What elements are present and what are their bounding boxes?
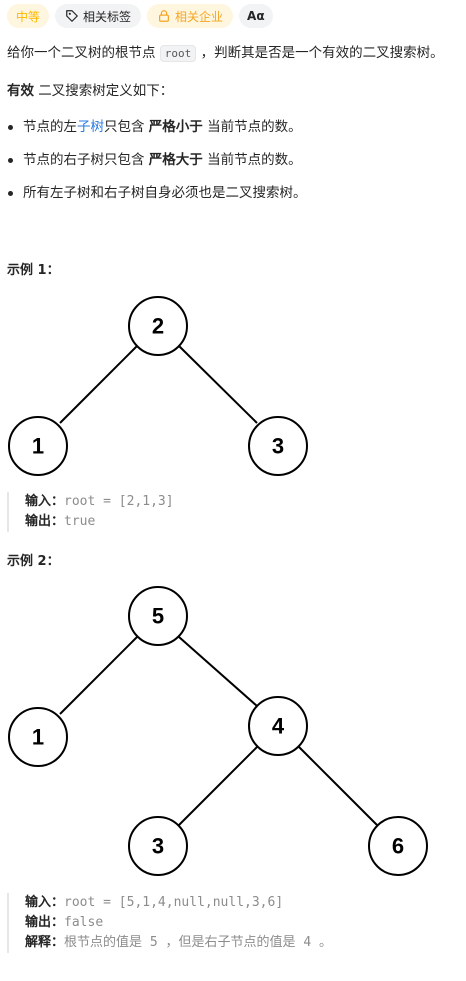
svg-text:1: 1 <box>32 725 44 750</box>
tree-node: 4 <box>248 696 308 756</box>
related-tags-button[interactable]: 相关标签 <box>55 4 142 28</box>
output-label: 输出： <box>25 915 65 930</box>
definition-list: 节点的左子树只包含 严格小于 当前节点的数。 节点的右子树只包含 严格大于 当前… <box>7 117 307 216</box>
tree-node: 3 <box>128 816 188 876</box>
example-2-tree-diagram: 5 1 4 3 6 <box>8 586 428 876</box>
related-companies-label: 相关企业 <box>175 9 224 24</box>
example-1-io: 输入：root = [2,1,3] 输出：true <box>7 492 174 532</box>
root-code: root <box>159 45 197 62</box>
output-label: 输出： <box>25 514 65 529</box>
statement-text-post: ，判断其是否是一个有效的二叉搜索树。 <box>196 45 444 61</box>
statement-text-pre: 给你一个二叉树的根节点 <box>7 45 160 61</box>
tree-edge <box>178 636 258 707</box>
input-value: root = [5,1,4,null,null,3,6] <box>64 895 284 910</box>
svg-text:3: 3 <box>152 834 164 859</box>
tag-bar: 中等 相关标签 相关企业 Aα <box>7 4 273 28</box>
list-item: 所有左子树和右子树自身必须也是二叉搜索树。 <box>7 183 307 216</box>
font-toggle-button[interactable]: Aα <box>239 4 273 28</box>
subtree-link[interactable]: 子树 <box>77 119 104 135</box>
tree-edge <box>59 636 138 715</box>
svg-text:3: 3 <box>272 434 284 459</box>
example-1-title: 示例 1： <box>7 263 60 278</box>
problem-statement: 给你一个二叉树的根节点 root ，判断其是否是一个有效的二叉搜索树。 <box>7 43 444 64</box>
svg-text:6: 6 <box>392 834 404 859</box>
input-label: 输入： <box>25 895 65 910</box>
tree-node: 1 <box>8 416 68 476</box>
lock-icon <box>159 10 170 22</box>
bullet-text: 节点的右子树只包含 <box>23 152 149 168</box>
output-value: false <box>64 915 104 930</box>
tree-node: 2 <box>128 296 188 356</box>
bullet-text: 节点的左 <box>23 119 77 135</box>
bullet-bold: 严格小于 <box>148 119 203 135</box>
explanation-value: 根节点的值是 5 ，但是右子节点的值是 4 。 <box>64 935 332 950</box>
bullet-text: 当前节点的数。 <box>202 152 302 168</box>
input-value: root = [2,1,3] <box>64 494 174 509</box>
bullet-text: 只包含 <box>104 119 149 135</box>
list-item: 节点的右子树只包含 严格大于 当前节点的数。 <box>7 150 307 183</box>
bullet-text: 当前节点的数。 <box>202 119 302 135</box>
tree-node: 3 <box>248 416 308 476</box>
explanation-label: 解释： <box>25 935 65 950</box>
list-item: 节点的左子树只包含 严格小于 当前节点的数。 <box>7 117 307 150</box>
bullet-bold: 严格大于 <box>148 152 203 168</box>
definition-bold: 有效 <box>7 83 34 99</box>
tag-icon <box>66 10 78 22</box>
svg-text:1: 1 <box>32 434 44 459</box>
tree-node: 1 <box>8 707 68 767</box>
example-1-tree-diagram: 2 1 3 <box>8 296 308 476</box>
definition-heading: 有效 二叉搜索树定义如下： <box>7 81 173 101</box>
tree-edge <box>178 746 258 826</box>
tree-edge <box>178 345 258 424</box>
bullet-text: 所有左子树和右子树自身必须也是二叉搜索树。 <box>23 185 307 201</box>
definition-rest: 二叉搜索树定义如下： <box>34 83 174 99</box>
input-label: 输入： <box>25 494 65 509</box>
tree-edge <box>298 746 378 826</box>
example-2-title: 示例 2： <box>7 554 60 569</box>
tree-edge <box>59 345 138 424</box>
svg-text:4: 4 <box>272 714 285 739</box>
svg-text:2: 2 <box>152 314 164 339</box>
output-value: true <box>64 514 96 529</box>
tree-node: 5 <box>128 586 188 646</box>
example-2-io: 输入：root = [5,1,4,null,null,3,6] 输出：false… <box>7 893 332 953</box>
svg-text:5: 5 <box>152 604 164 629</box>
related-tags-label: 相关标签 <box>83 9 132 24</box>
tree-node: 6 <box>368 816 428 876</box>
related-companies-button[interactable]: 相关企业 <box>147 4 234 28</box>
difficulty-badge[interactable]: 中等 <box>7 4 50 28</box>
